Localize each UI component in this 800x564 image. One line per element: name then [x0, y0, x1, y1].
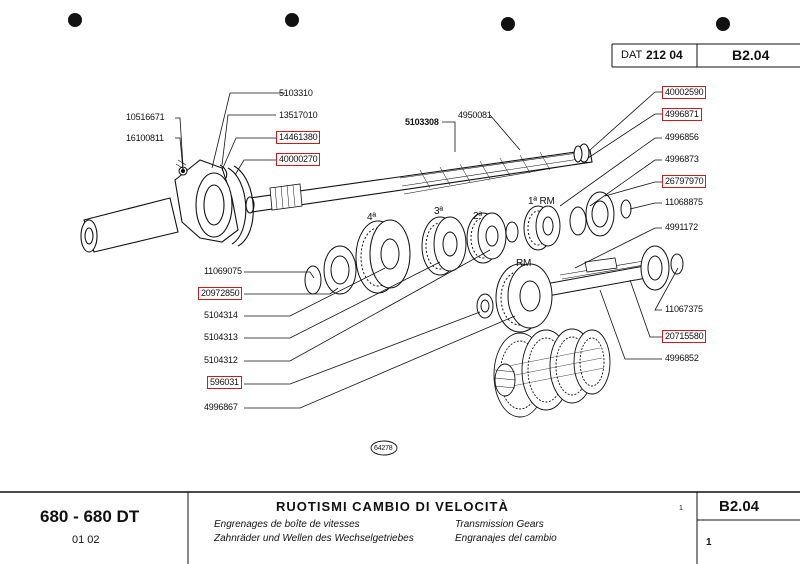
punch-hole	[501, 17, 515, 31]
part-label-26797970[interactable]: 26797970	[662, 175, 707, 188]
part-label-4996873[interactable]: 4996873	[665, 154, 699, 164]
lower-gear-cluster	[493, 328, 611, 418]
header-box	[611, 43, 800, 68]
gear-label-rm: RM	[516, 258, 532, 269]
small-mark: 1	[679, 505, 683, 512]
part-label-5104312[interactable]: 5104312	[204, 355, 238, 365]
part-label-4996856[interactable]: 4996856	[665, 132, 699, 142]
part-label-4991172[interactable]: 4991172	[665, 222, 698, 232]
model-variants: 01 02	[72, 534, 100, 546]
part-label-10516671[interactable]: 10516671	[126, 112, 165, 122]
part-label-14461380[interactable]: 14461380	[276, 131, 321, 144]
leader-lines	[175, 91, 679, 409]
title-english: Transmission Gears	[455, 519, 544, 530]
gear-label-3rd: 3ª	[434, 206, 443, 217]
part-label-4950081[interactable]: 4950081	[458, 110, 492, 120]
part-label-4996867[interactable]: 4996867	[204, 402, 238, 412]
part-label-5103308[interactable]: 5103308	[405, 117, 439, 127]
part-label-596031[interactable]: 596031	[207, 376, 242, 389]
page-number: 1	[706, 537, 712, 548]
gear-label-1st-rm: 1ª RM	[528, 196, 555, 207]
right-gears	[523, 191, 632, 251]
punch-hole	[716, 17, 730, 31]
part-label-16100811[interactable]: 16100811	[126, 133, 164, 143]
gear-label-2nd: 2ª	[473, 211, 482, 222]
title-spanish: Engranajes del cambio	[455, 533, 557, 544]
part-label-20972850[interactable]: 20972850	[198, 287, 243, 300]
part-label-11067375[interactable]: 11067375	[665, 304, 703, 314]
dat-number: 212 04	[646, 48, 683, 62]
page-title-italian: RUOTISMI CAMBIO DI VELOCITÀ	[276, 499, 509, 514]
input-shaft	[245, 143, 593, 214]
part-label-4996871[interactable]: 4996871	[662, 108, 702, 121]
part-label-11068875[interactable]: 11068875	[665, 197, 703, 207]
header-page-code: B2.04	[732, 47, 770, 63]
figure-number: 64278	[374, 445, 393, 452]
part-label-40000270[interactable]: 40000270	[276, 153, 321, 166]
model-name: 680 - 680 DT	[40, 507, 140, 526]
part-label-4996852[interactable]: 4996852	[665, 353, 699, 363]
cover-plate	[80, 159, 254, 253]
punch-hole	[68, 13, 82, 27]
footer-page-code: B2.04	[719, 498, 760, 515]
part-label-11069075[interactable]: 11069075	[204, 266, 242, 276]
part-label-40002590[interactable]: 40002590	[662, 86, 707, 99]
title-german: Zahnräder und Wellen des Wechselgetriebe…	[214, 533, 414, 544]
gear-label-4th: 4ª	[367, 212, 376, 223]
reverse-shaft	[476, 245, 684, 333]
left-gears	[304, 212, 519, 295]
part-label-5104313[interactable]: 5104313	[204, 332, 238, 342]
title-french: Engrenages de boîte de vitesses	[214, 519, 360, 530]
footer-frame	[0, 491, 800, 564]
part-label-5104314[interactable]: 5104314	[204, 310, 238, 320]
punch-hole	[285, 13, 299, 27]
dat-label: DAT	[621, 49, 643, 61]
part-label-5103310[interactable]: 5103310	[279, 88, 313, 98]
part-label-20715580[interactable]: 20715580	[662, 330, 707, 343]
figure-number-oval	[370, 440, 398, 456]
part-label-13517010[interactable]: 13517010	[279, 110, 318, 120]
